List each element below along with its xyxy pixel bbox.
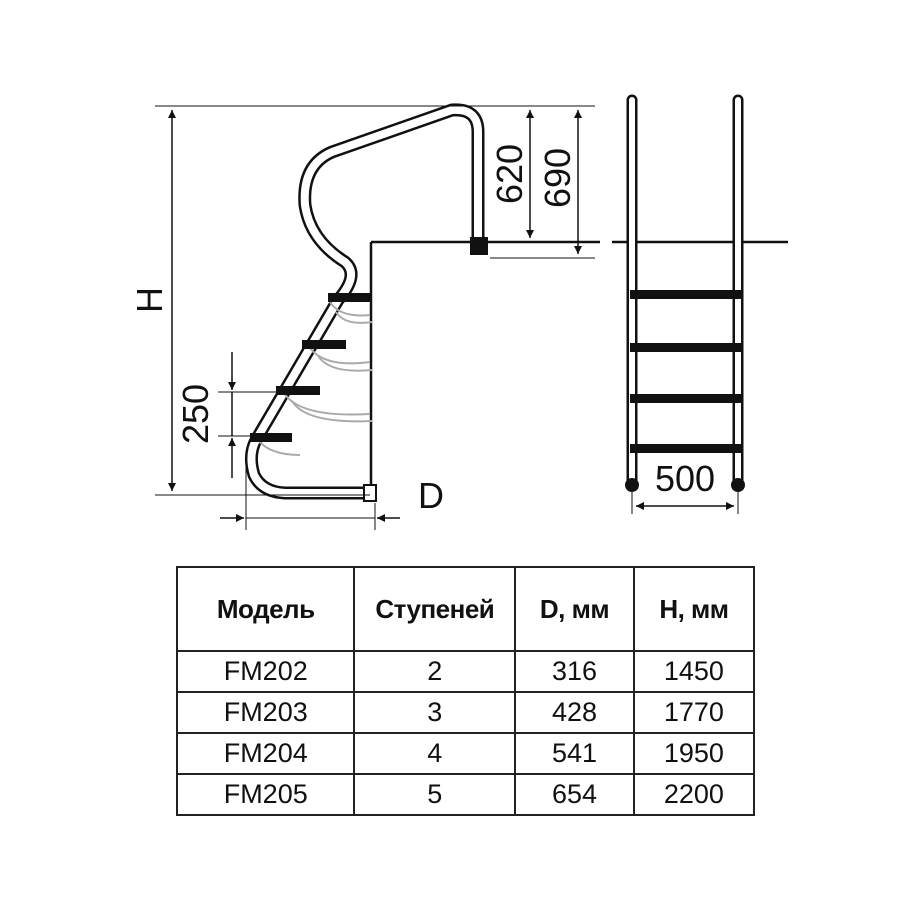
depth-label: D [418,475,444,516]
front-step [630,394,742,403]
cell-steps: 3 [353,691,516,733]
step-brackets [257,301,373,456]
cell-height: 2200 [632,773,754,815]
cell-steps: 5 [353,773,516,815]
table-row: FM205 5 654 2200 [177,773,754,815]
table-row: FM203 3 428 1770 [177,691,754,733]
specifications-table: Модель Ступеней D, мм H, мм FM202 2 316 … [176,566,755,816]
cell-steps: 2 [353,651,516,692]
ladder-handrail [244,103,485,500]
table-row: FM202 2 316 1450 [177,651,754,692]
cell-height: 1450 [632,651,754,692]
front-step [630,444,742,453]
cell-model: FM203 [177,691,355,733]
cell-model: FM205 [177,773,355,815]
side-steps [250,293,372,442]
handrail-height-label-690: 690 [537,148,578,208]
cell-model: FM202 [223,656,308,686]
rail-foot [625,478,639,492]
width-label: 500 [655,458,715,499]
cell-depth: 654 [514,773,634,815]
side-step [302,340,346,349]
handrail-height-label-620: 620 [489,144,530,204]
front-steps [630,290,742,453]
cell-steps: 4 [353,732,516,774]
column-header-steps: Ступеней [353,567,516,652]
front-step [630,290,742,299]
column-header-model: Модель [177,567,355,652]
step-spacing-label: 250 [175,384,216,444]
front-step [630,343,742,352]
height-label: H [129,287,170,313]
extension-lines [155,105,595,530]
pool-ladder-diagram: H 620 690 250 D 500 [129,94,788,530]
bottom-anchor [363,484,377,502]
side-step [250,433,292,442]
column-header-height: H, мм [632,567,754,652]
cell-depth: 428 [514,691,634,733]
cell-model: FM204 [177,732,355,774]
side-step [276,386,320,395]
cell-height: 1770 [632,691,754,733]
cell-depth: 541 [514,732,634,774]
rail-foot [731,478,745,492]
table-header-row: Модель Ступеней D, мм H, мм [177,567,754,652]
handrail-anchor [470,237,488,255]
pool-wall [369,240,600,495]
cell-height: 1950 [632,732,754,774]
side-step [328,293,372,302]
cell-depth: 316 [514,651,634,692]
table-row: FM204 4 541 1950 [177,732,754,774]
column-header-depth: D, мм [514,567,634,652]
